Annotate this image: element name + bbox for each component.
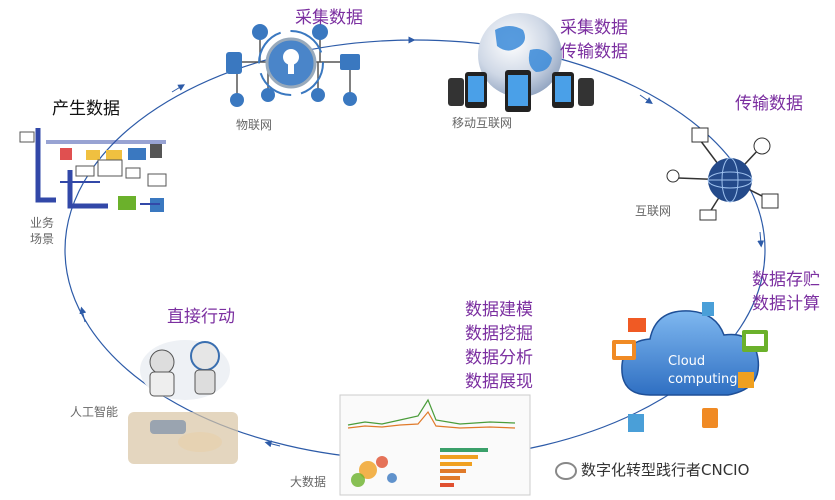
business-scene-graphic	[19, 128, 167, 212]
stage-collect-line: 采集数据	[560, 18, 628, 38]
cycle-arrow	[264, 440, 281, 448]
caption-mobile-internet: 移动互联网	[452, 116, 513, 130]
wechat-icon	[555, 461, 577, 480]
cycle-arrow	[79, 306, 87, 323]
stage-mining-line: 数据挖掘	[465, 324, 533, 344]
stage-compute-line: 数据计算	[752, 294, 820, 314]
stage-collect-label: 采集数据	[295, 8, 363, 28]
mobile-internet-graphic	[448, 13, 594, 112]
caption-scene-line: 场景	[30, 232, 55, 246]
caption-ai: 人工智能	[70, 405, 119, 419]
stage-analysis-line: 数据分析	[465, 348, 533, 368]
caption-business-line: 业务	[30, 216, 55, 230]
stage-store-line: 数据存贮	[752, 270, 820, 290]
cloud-line-1: Cloud	[668, 354, 706, 369]
cloud-label: Cloud computing	[668, 353, 737, 389]
caption-business-scene: 业务 场景	[30, 215, 54, 247]
stage-display-line: 数据展现	[465, 372, 533, 392]
caption-big-data: 大数据	[290, 475, 327, 489]
stage-store-compute-label: 数据存贮 数据计算	[752, 268, 820, 316]
stage-analytics-label: 数据建模 数据挖掘 数据分析 数据展现	[465, 298, 533, 394]
iot-network-graphic	[226, 24, 360, 107]
cloud-line-2: computing	[668, 372, 738, 387]
stage-produce-label: 产生数据	[52, 99, 120, 119]
big-data-dashboard-graphic	[339, 394, 531, 496]
watermark: 数字化转型践行者CNCIO	[555, 459, 749, 480]
stage-transmit-line: 传输数据	[560, 42, 628, 62]
stage-transmit-label: 传输数据	[735, 94, 803, 114]
ai-robot-graphic	[128, 340, 238, 464]
cycle-arrow	[171, 84, 186, 93]
watermark-text: 数字化转型践行者CNCIO	[581, 461, 750, 479]
stage-modeling-line: 数据建模	[465, 300, 533, 320]
internet-hub-graphic	[666, 127, 779, 221]
cycle-arrow	[639, 94, 653, 105]
caption-internet: 互联网	[635, 204, 672, 218]
stage-act-label: 直接行动	[167, 307, 235, 327]
cloud-computing-graphic	[612, 302, 768, 432]
caption-iot: 物联网	[236, 118, 273, 132]
cycle-arrow	[757, 231, 765, 248]
stage-collect-transmit-label: 采集数据 传输数据	[560, 16, 628, 64]
